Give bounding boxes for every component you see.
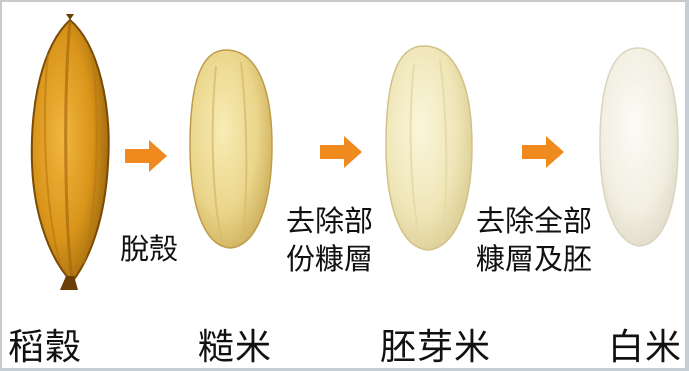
- paddy-grain-image: [20, 14, 120, 292]
- step-line: 份糠層: [286, 240, 373, 278]
- white-rice-grain-image: [596, 44, 682, 250]
- stage-label-brown-rice: 糙米: [198, 318, 272, 370]
- stage-label-germ-rice: 胚芽米: [380, 318, 491, 370]
- germ-rice-grain-image: [382, 42, 476, 254]
- arrow-right-icon: [123, 138, 169, 174]
- step-line: 脫殼: [120, 230, 178, 268]
- stage-label-paddy: 稻穀: [8, 318, 82, 370]
- step-label-dehusk: 脫殼: [120, 230, 178, 268]
- stage-label-white-rice: 白米: [608, 318, 682, 370]
- step-label-partial-bran: 去除部 份糠層: [286, 202, 373, 278]
- brown-rice-grain-image: [186, 46, 276, 252]
- arrow-right-icon: [318, 134, 364, 170]
- step-line: 去除全部: [476, 202, 592, 240]
- arrow-right-icon: [520, 134, 566, 170]
- step-label-full-bran: 去除全部 糠層及胚: [476, 202, 592, 278]
- step-line: 去除部: [286, 202, 373, 240]
- step-line: 糠層及胚: [476, 240, 592, 278]
